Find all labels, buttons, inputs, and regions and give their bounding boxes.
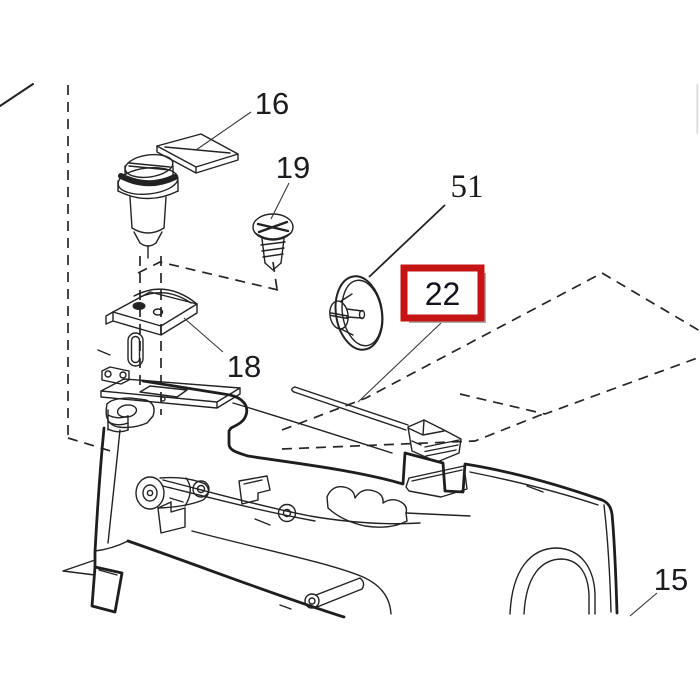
part-19-label[interactable]: 19 xyxy=(276,150,310,185)
part-19-number[interactable]: 19 xyxy=(276,150,310,185)
part-22-number[interactable]: 22 xyxy=(425,276,461,312)
part-18-label[interactable]: 18 xyxy=(227,349,261,384)
part-22-label-highlighted[interactable]: 22 xyxy=(400,264,486,323)
part-16-drawing xyxy=(117,133,239,259)
part-51-drawing xyxy=(329,275,384,351)
part-16-number[interactable]: 16 xyxy=(255,86,289,121)
part-19-drawing xyxy=(252,213,294,271)
part-15-number[interactable]: 15 xyxy=(654,562,688,597)
assembly-guide-lines xyxy=(67,85,700,610)
part-15-label[interactable]: 15 xyxy=(654,562,688,597)
leader-lines xyxy=(183,111,658,617)
part-18-drawing xyxy=(105,288,198,367)
part-51-label[interactable]: 51 xyxy=(451,169,484,205)
part-22-drawing xyxy=(291,386,462,463)
part-16-label[interactable]: 16 xyxy=(255,86,289,121)
part-18-number[interactable]: 18 xyxy=(227,349,261,384)
part-15-drawing xyxy=(62,366,619,619)
corner-line xyxy=(0,83,34,107)
part-51-number[interactable]: 51 xyxy=(451,169,484,205)
highlight-box[interactable] xyxy=(400,264,485,322)
edge-artifact xyxy=(696,84,699,134)
